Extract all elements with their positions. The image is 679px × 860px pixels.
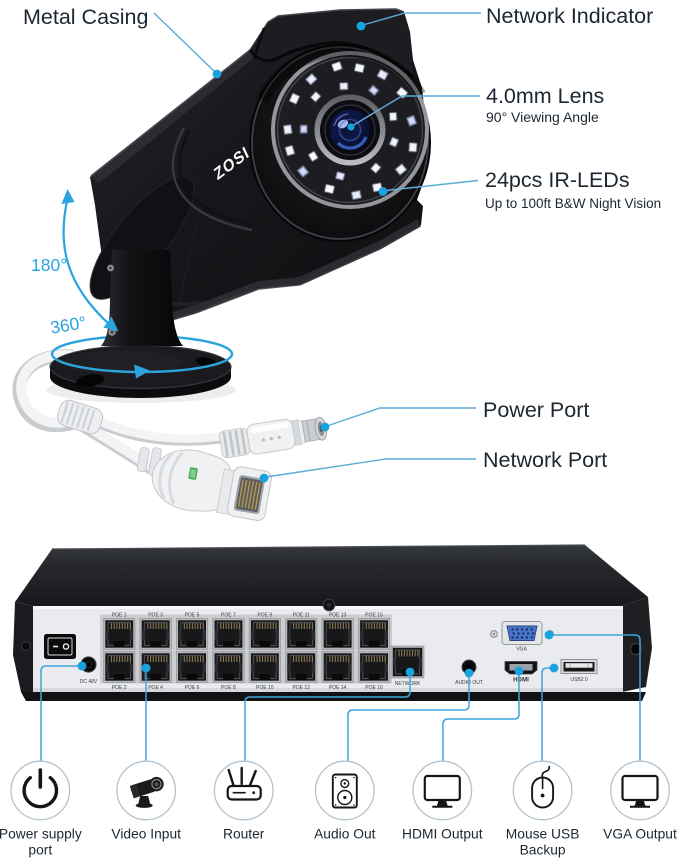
svg-text:POE 4: POE 4 <box>148 685 163 691</box>
svg-text:Metal Casing: Metal Casing <box>23 5 148 29</box>
svg-text:90° Viewing Angle: 90° Viewing Angle <box>486 109 599 125</box>
svg-text:HDMI: HDMI <box>513 677 529 684</box>
svg-text:Power Port: Power Port <box>483 398 589 422</box>
svg-text:180°: 180° <box>31 255 67 275</box>
svg-text:Audio Out: Audio Out <box>314 827 376 842</box>
svg-text:VGA Output: VGA Output <box>603 827 677 842</box>
svg-text:360°: 360° <box>49 312 88 337</box>
svg-text:24pcs IR-LEDs: 24pcs IR-LEDs <box>485 168 630 192</box>
svg-text:Up to 100ft B&W Night Vision: Up to 100ft B&W Night Vision <box>485 196 661 211</box>
svg-text:USB2.0: USB2.0 <box>570 677 587 683</box>
svg-text:Mouse USB: Mouse USB <box>506 827 580 842</box>
svg-text:POE 6: POE 6 <box>185 685 200 691</box>
svg-text:HDMI Output: HDMI Output <box>402 827 483 842</box>
svg-text:POE 10: POE 10 <box>256 685 274 691</box>
svg-text:POE 13: POE 13 <box>329 613 347 619</box>
svg-text:POE 3: POE 3 <box>148 613 163 619</box>
svg-text:Video Input: Video Input <box>111 827 181 842</box>
svg-text:POE 7: POE 7 <box>221 613 236 619</box>
svg-text:Network Port: Network Port <box>483 448 607 472</box>
svg-text:POE 2: POE 2 <box>112 685 127 691</box>
svg-text:Network Indicator: Network Indicator <box>486 4 653 28</box>
svg-text:POE 1: POE 1 <box>112 613 127 619</box>
svg-text:POE 12: POE 12 <box>292 685 310 691</box>
svg-text:DC 48V: DC 48V <box>80 679 98 685</box>
svg-text:POE 11: POE 11 <box>293 613 310 619</box>
svg-text:POE 14: POE 14 <box>329 685 347 691</box>
svg-text:POE 15: POE 15 <box>365 613 383 619</box>
svg-text:POE 8: POE 8 <box>221 685 236 691</box>
svg-text:port: port <box>28 843 52 858</box>
svg-text:NETWORK: NETWORK <box>395 681 421 687</box>
svg-text:VGA: VGA <box>516 647 527 653</box>
svg-text:4.0mm Lens: 4.0mm Lens <box>486 84 604 108</box>
svg-text:POE 5: POE 5 <box>185 613 200 619</box>
svg-text:Power supply: Power supply <box>0 827 82 842</box>
svg-text:POE 9: POE 9 <box>257 613 272 619</box>
svg-text:POE 16: POE 16 <box>365 685 383 691</box>
svg-text:Backup: Backup <box>520 843 566 858</box>
svg-text:Router: Router <box>223 827 265 842</box>
